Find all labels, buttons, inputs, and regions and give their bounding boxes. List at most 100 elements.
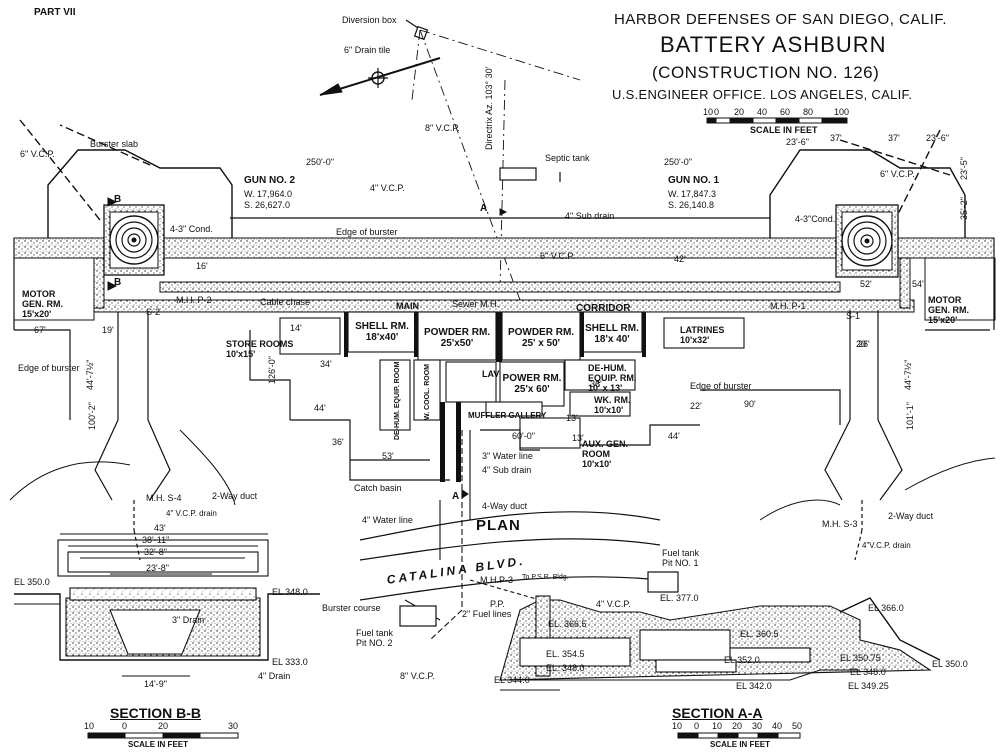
mhs4-label: M.H. S-4 — [146, 493, 182, 503]
powder1-size: 25' x 50' — [521, 337, 561, 349]
aa-scale-tick: 50 — [792, 721, 803, 731]
room-walls-heavy — [344, 312, 646, 482]
shell1-title: SHELL RM. — [585, 323, 639, 334]
dim-60: 60'-0" — [512, 431, 535, 441]
aa-scale-bar — [677, 732, 801, 739]
aa-el-348-b: EL 348.0 — [850, 667, 886, 677]
bb-drain-3: 3" Drain — [172, 615, 205, 625]
aa-el-354-5: EL. 354.5 — [546, 649, 585, 659]
aa-el-366: EL 366.0 — [868, 603, 904, 613]
dim-23-5: 23'-5" — [959, 157, 969, 180]
magazine-rooms — [279, 311, 745, 449]
section-cut-markers — [107, 197, 508, 499]
aa-scale-tick: 10 — [672, 721, 683, 731]
scale-tick: 40 — [757, 107, 768, 117]
dim-23-6-b: 23'-6" — [926, 133, 949, 143]
dim-250-right: 250'-0" — [664, 157, 692, 167]
dehum-equip-room-1: DE-HUM. EQUIP. RM. 10' x 13' — [588, 363, 636, 394]
shell-room-2: SHELL RM. 18'x40' — [348, 321, 416, 343]
latrines-room: LATRINES 10'x32' — [680, 325, 725, 346]
septic-tank-label: Septic tank — [545, 153, 590, 163]
title-battery-name: BATTERY ASHBURN — [660, 32, 887, 57]
aa-el-360-5: EL. 360.5 — [740, 629, 779, 639]
sub-drain-4b-label: 4" Sub drain — [482, 465, 532, 475]
dim-37-a: 37' — [830, 133, 842, 143]
vcp8-bottom-label: 8" V.C.P. — [400, 671, 435, 681]
store-title: STORE ROOMS — [226, 339, 294, 349]
utility-lines — [404, 430, 541, 641]
store-size: 10'x15' — [226, 348, 256, 359]
muffler-gallery: MUFFLER GALLERY — [468, 411, 547, 420]
gun-2-block — [103, 204, 165, 276]
way-4-duct-label: 4-Way duct — [482, 501, 528, 511]
cable-chase-label: Cable chase — [260, 297, 311, 307]
cond-left-label: 4-3" Cond. — [170, 224, 213, 234]
aa-el-352: EL 352.0 — [724, 655, 760, 665]
mhs3-label: M.H. S-3 — [822, 519, 858, 529]
dim-36-left: 36' — [332, 437, 344, 447]
directrix-label: Directrix Az. 103° 30' — [484, 66, 494, 150]
section-bb-title: SECTION B-B — [110, 705, 201, 721]
powder2-size: 25'x50' — [440, 337, 474, 349]
dim-14: 14' — [290, 323, 302, 333]
vcp-6-left-label: 6" V.C.P. — [20, 149, 55, 159]
aa-el-350-75: EL 350.75 — [840, 653, 881, 663]
burster-slab-label: Burster slab — [90, 139, 139, 149]
dim-16: 16' — [196, 261, 208, 271]
scale-tick: 80 — [803, 107, 814, 117]
vcp-8-top-label: 8" V.C.P. — [425, 123, 460, 133]
auxgen-line1: AUX. GEN. — [582, 439, 629, 449]
title-construction-no: (CONSTRUCTION NO. 126) — [652, 63, 880, 82]
aa-scale-tick: 20 — [732, 721, 743, 731]
dim-101-1: 101'-1" — [905, 402, 915, 430]
mhp3-label: M.H.P-3 — [480, 575, 514, 585]
bb-el-333: EL 333.0 — [272, 657, 308, 667]
scale-tick: 100 — [834, 107, 850, 117]
power-title: POWER RM. — [502, 373, 562, 384]
section-aa-drawing — [499, 595, 941, 691]
title-engineer-office: U.S.ENGINEER OFFICE. LOS ANGELES, CALIF. — [612, 87, 913, 102]
dim-90: 90' — [744, 399, 756, 409]
dim-22: 22' — [690, 401, 702, 411]
burster-edges — [13, 167, 995, 481]
dim-44-left: 44' — [314, 403, 326, 413]
gun-2-name: GUN NO. 2 — [244, 175, 296, 186]
scale-label: SCALE IN FEET — [750, 125, 818, 135]
latrines-title: LATRINES — [680, 325, 725, 335]
section-b-bottom-marker: B — [114, 277, 122, 288]
dim-35-2: 35'-2" — [959, 197, 969, 220]
bb-scale-label: SCALE IN FEET — [128, 740, 189, 749]
dim-44-7-right: 44'-7½" — [903, 359, 913, 390]
aa-el-342: EL 342.0 — [736, 681, 772, 691]
s1-label: S-1 — [846, 311, 861, 321]
ground-contours — [9, 429, 996, 521]
bb-dim-32-8: 32'-8" — [144, 547, 167, 557]
fuel-tank-pit-2: Fuel tank Pit NO. 2 — [356, 628, 393, 649]
dim-44-right: 44' — [668, 431, 680, 441]
aa-el-348: EL. 348.0 — [546, 663, 585, 673]
dim-52: 52' — [860, 279, 872, 289]
diversion-box — [405, 19, 429, 41]
dim-42: 42' — [674, 254, 686, 264]
gun-2-outline — [19, 119, 233, 245]
dim-13-a: 13' — [566, 413, 578, 423]
vcp4-drain-left-label: 4" V.C.P. drain — [166, 509, 217, 518]
to-psr-label: To P.S.R. Bldg. — [522, 574, 569, 581]
fuel1-line1: Fuel tank — [662, 548, 700, 558]
fuel-lines-label: 2" Fuel lines — [462, 609, 512, 619]
aa-scale-tick: 40 — [772, 721, 783, 731]
shafts — [94, 310, 903, 561]
aa-el-377: EL. 377.0 — [660, 593, 699, 603]
scale-tick: 0 — [714, 107, 720, 117]
powder1-title: POWDER RM. — [507, 327, 575, 338]
aa-scale-tick: 10 — [712, 721, 723, 731]
bb-burster-course: Burster course — [322, 603, 381, 613]
store-rooms: STORE ROOMS 10'x15' — [226, 339, 294, 360]
corridor-label: CORRIDOR — [576, 303, 631, 314]
scale-tick: 60 — [780, 107, 791, 117]
edge-burster-left-label: Edge of burster — [18, 363, 80, 374]
dehum1-line1: DE-HUM. — [588, 363, 627, 373]
work-room: WK. RM. 10'x10' — [594, 395, 631, 416]
motor2-line3: 15'x20' — [22, 308, 52, 319]
